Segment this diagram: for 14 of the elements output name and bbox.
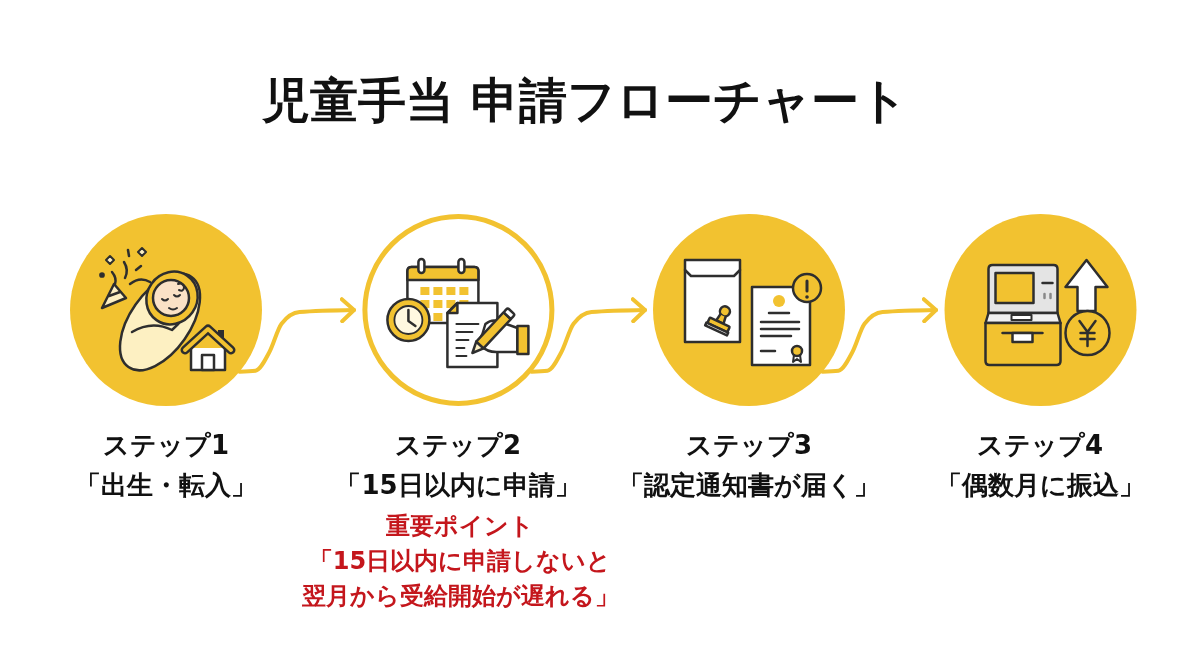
step-heading: ステップ1 — [102, 429, 230, 462]
step-heading: ステップ3 — [685, 429, 813, 462]
step-name: 「認定通知書が届く」 — [618, 469, 880, 502]
title: 児童手当 申請フローチャート — [262, 71, 908, 130]
step-heading: ステップ2 — [394, 429, 522, 462]
note-heading: 重要ポイント — [386, 511, 534, 542]
step-name: 「15日以内に申請」 — [335, 469, 581, 502]
step-heading: ステップ4 — [976, 429, 1104, 462]
wavy-arrow — [237, 297, 356, 374]
step-name: 「偶数月に振込」 — [935, 469, 1145, 502]
wavy-arrow — [820, 297, 938, 374]
note-text: 「15日以内に申請しないと翌月から受給開始が遅れる」 — [301, 546, 619, 612]
step-name: 「出生・転入」 — [75, 469, 257, 502]
wavy-arrow — [529, 297, 647, 374]
